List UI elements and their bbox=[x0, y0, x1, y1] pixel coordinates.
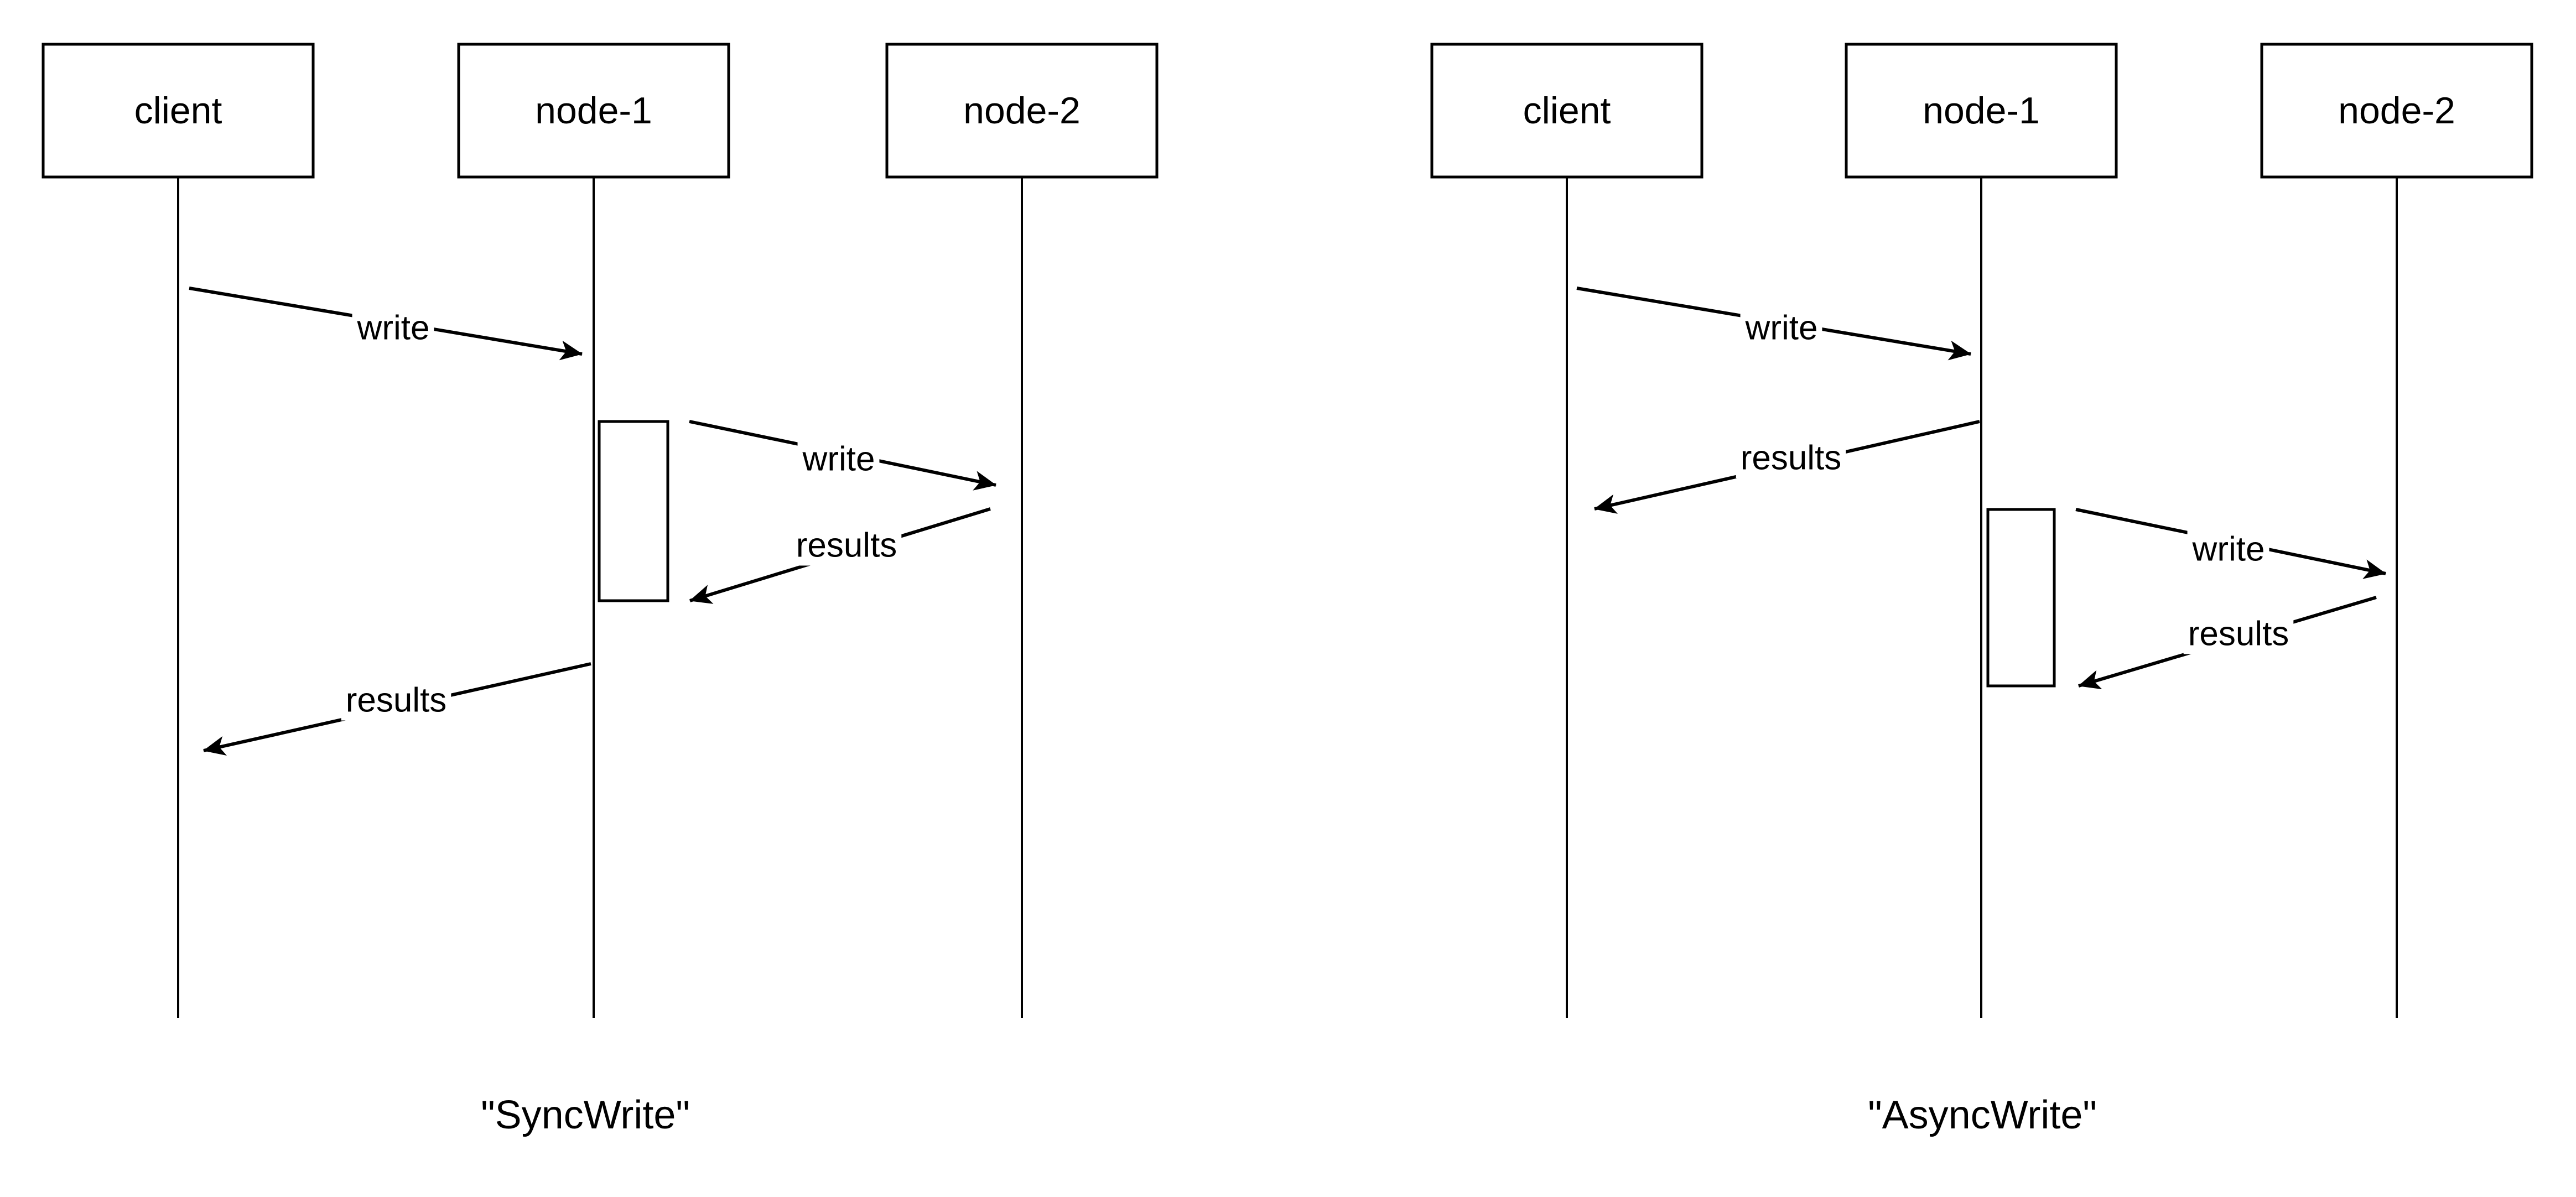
message-label: write bbox=[1745, 309, 1818, 347]
message-label-background bbox=[2183, 613, 2294, 654]
message-label: results bbox=[346, 681, 447, 720]
message-label-background bbox=[791, 525, 902, 566]
actor-box-node-1 bbox=[457, 43, 730, 179]
diagram-caption-asyncwrite: "AsyncWrite" bbox=[1868, 1093, 2097, 1137]
actor-box-node-2 bbox=[2260, 43, 2533, 179]
message-label: results bbox=[796, 527, 897, 565]
activation-bar-node-1 bbox=[598, 420, 669, 602]
message-label-background bbox=[1736, 438, 1846, 478]
message-label-background bbox=[341, 680, 451, 721]
actor-box-node-2 bbox=[885, 43, 1159, 179]
actor-box-client bbox=[41, 43, 315, 179]
sequence-diagram-asyncwrite: client node-1 node-2 write results write… bbox=[1430, 43, 2533, 1137]
diagram-caption-syncwrite: "SyncWrite" bbox=[481, 1093, 690, 1137]
actor-box-client bbox=[1430, 43, 1704, 179]
message-label: write bbox=[802, 440, 875, 478]
message-label: write bbox=[357, 309, 430, 347]
activation-bar-node-1 bbox=[1986, 508, 2056, 688]
actor-label-node-1: node-1 bbox=[1923, 90, 2040, 132]
message-label: results bbox=[2188, 615, 2289, 653]
actor-label-node-2: node-2 bbox=[2338, 90, 2455, 132]
actor-label-node-2: node-2 bbox=[963, 90, 1081, 132]
actor-label-node-1: node-1 bbox=[535, 90, 652, 132]
message-label: write bbox=[2192, 530, 2265, 569]
message-label: results bbox=[1741, 439, 1842, 477]
message-label-background bbox=[1740, 308, 1822, 348]
actor-label-client: client bbox=[1523, 90, 1611, 132]
actor-label-client: client bbox=[134, 90, 222, 132]
actor-box-node-1 bbox=[1845, 43, 2118, 179]
message-label-background bbox=[352, 308, 434, 348]
message-label-background bbox=[797, 439, 880, 480]
sequence-diagram-syncwrite: client node-1 node-2 write write results… bbox=[41, 43, 1159, 1137]
message-label-background bbox=[2187, 529, 2269, 570]
